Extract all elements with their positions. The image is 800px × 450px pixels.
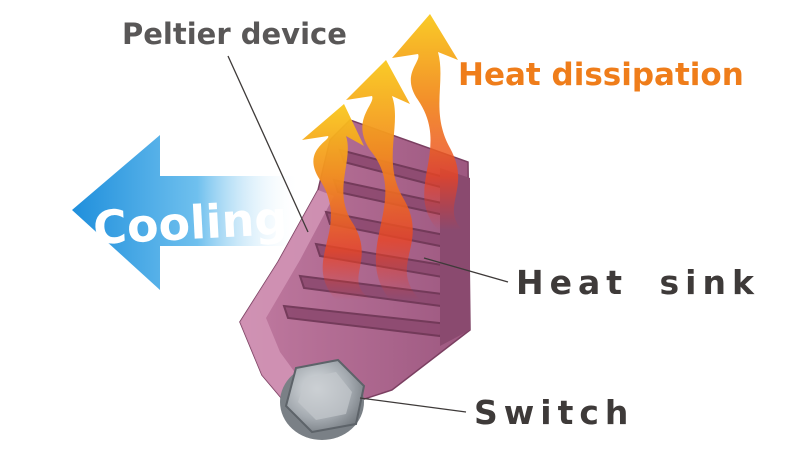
switch-label: Switch xyxy=(474,393,635,432)
cooling-arrow: Cooling xyxy=(72,135,300,290)
switch-leader-line xyxy=(359,397,467,413)
peltier-leader-line xyxy=(227,55,309,233)
peltier-device-label: Peltier device xyxy=(122,17,347,51)
heat-sink-leader-line xyxy=(423,257,509,283)
heat-sink-label: Heat sink xyxy=(516,263,760,302)
switch xyxy=(280,358,366,440)
heat-dissipation-label: Heat dissipation xyxy=(458,57,744,93)
leader-lines xyxy=(227,55,509,413)
heat-arrows xyxy=(302,14,462,300)
cooling-label: Cooling xyxy=(92,191,289,255)
